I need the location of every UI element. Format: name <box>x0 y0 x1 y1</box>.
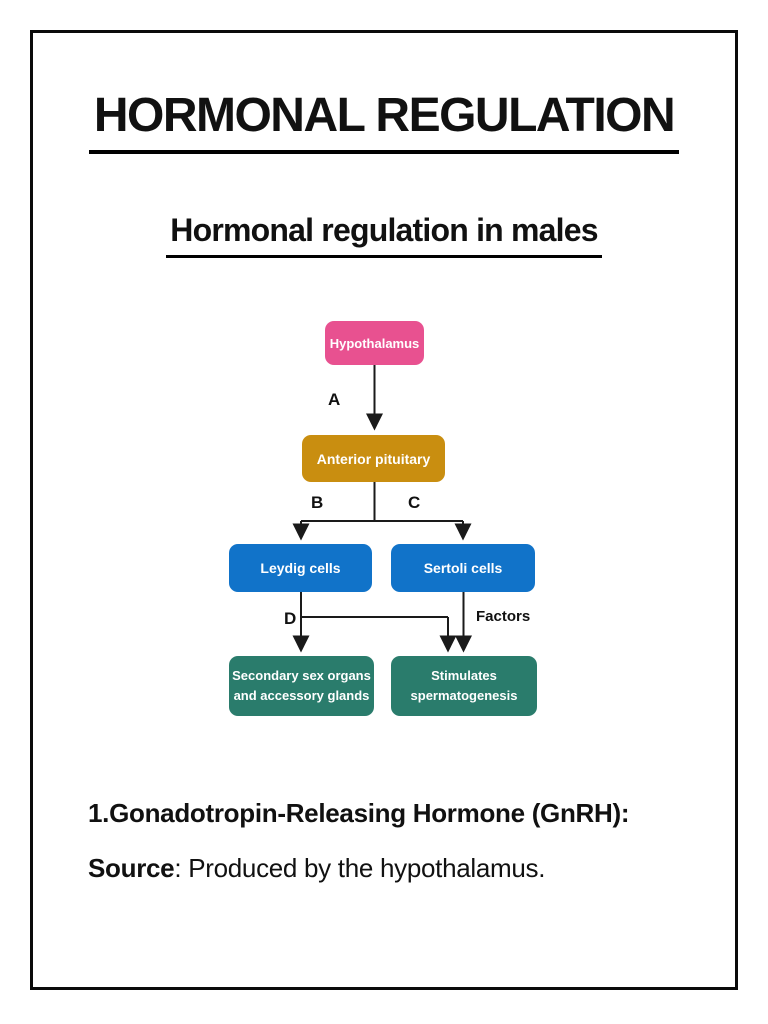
page-border <box>30 30 738 990</box>
page-title: HORMONAL REGULATION <box>0 88 768 154</box>
edge-label-d: D <box>284 609 297 628</box>
page-title-text: HORMONAL REGULATION <box>88 88 680 154</box>
node-stimulates-spermatogenesis-label: Stimulates spermatogenesis <box>411 666 518 706</box>
node-sertoli-cells-label: Sertoli cells <box>423 560 503 576</box>
stimulates-line2: spermatogenesis <box>410 688 518 703</box>
edge-label-c: C <box>408 493 421 512</box>
node-hypothalamus-label: Hypothalamus <box>329 335 420 351</box>
node-anterior-pituitary: Anterior pituitary <box>302 435 445 482</box>
source-label: Source <box>88 853 175 883</box>
node-sertoli-cells: Sertoli cells <box>391 544 535 592</box>
node-anterior-pituitary-label: Anterior pituitary <box>316 450 431 467</box>
secondary-line1: Secondary sex organs <box>232 667 371 683</box>
node-secondary-sex-organs-label: Secondary sex organs and accessory gland… <box>232 666 371 706</box>
node-secondary-sex-organs: Secondary sex organs and accessory gland… <box>229 656 374 716</box>
secondary-line2: and accessory glands <box>233 688 370 703</box>
edge-label-b: B <box>311 493 324 512</box>
node-leydig-cells-label: Leydig cells <box>260 560 341 576</box>
node-leydig-cells: Leydig cells <box>229 544 372 592</box>
edge-label-a: A <box>328 390 341 409</box>
gnrh-heading: 1.Gonadotropin-Releasing Hormone (GnRH): <box>88 798 630 828</box>
page-subtitle-text: Hormonal regulation in males <box>166 212 602 258</box>
stimulates-line1: Stimulates <box>431 667 497 683</box>
page-subtitle: Hormonal regulation in males <box>0 212 768 258</box>
gnrh-source-line: Source: Produced by the hypothalamus. <box>88 853 708 884</box>
edge-label-factors: Factors <box>476 608 531 625</box>
node-stimulates-spermatogenesis: Stimulates spermatogenesis <box>391 656 537 716</box>
source-text: : Produced by the hypothalamus. <box>174 853 546 883</box>
body-text-block: 1.Gonadotropin-Releasing Hormone (GnRH):… <box>88 798 708 884</box>
node-hypothalamus: Hypothalamus <box>325 321 424 365</box>
